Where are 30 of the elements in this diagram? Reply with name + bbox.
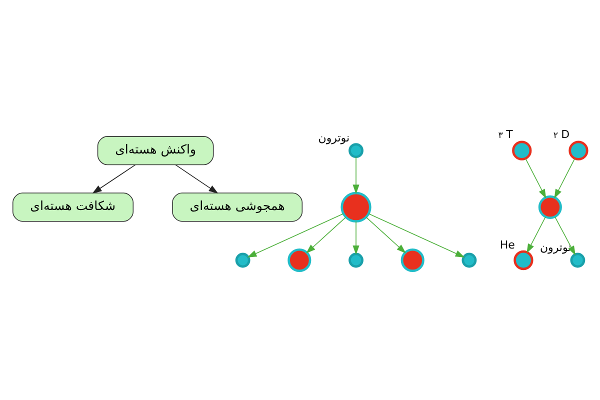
node-circle — [568, 140, 588, 160]
node-circle — [288, 248, 312, 272]
arrow — [526, 216, 546, 253]
node-label: نوترون — [540, 240, 572, 254]
node-label: He — [500, 238, 515, 252]
arrow — [247, 212, 344, 257]
node-label: نوترون — [318, 130, 350, 144]
node-box: واکنش هسته‌ای — [97, 136, 214, 165]
arrow — [352, 220, 360, 254]
arrow — [306, 216, 346, 253]
arrow — [92, 164, 136, 194]
arrow — [175, 164, 218, 194]
node-circle — [340, 191, 372, 222]
node-circle — [570, 252, 586, 268]
arrow — [368, 212, 465, 257]
arrow — [525, 158, 546, 198]
node-circle — [538, 194, 562, 218]
arrow — [352, 156, 360, 194]
node-box: همجوشی هسته‌ای — [172, 192, 303, 222]
node-circle — [348, 142, 364, 158]
node-circle — [514, 250, 534, 270]
node-circle — [400, 248, 424, 272]
node-circle — [235, 252, 250, 268]
node-circle — [512, 140, 532, 160]
node-circle — [462, 252, 477, 268]
arrow — [554, 158, 576, 198]
node-box: شکافت هسته‌ای — [12, 192, 134, 222]
arrow — [554, 216, 576, 255]
node-circle — [348, 252, 364, 268]
arrow — [366, 216, 406, 253]
